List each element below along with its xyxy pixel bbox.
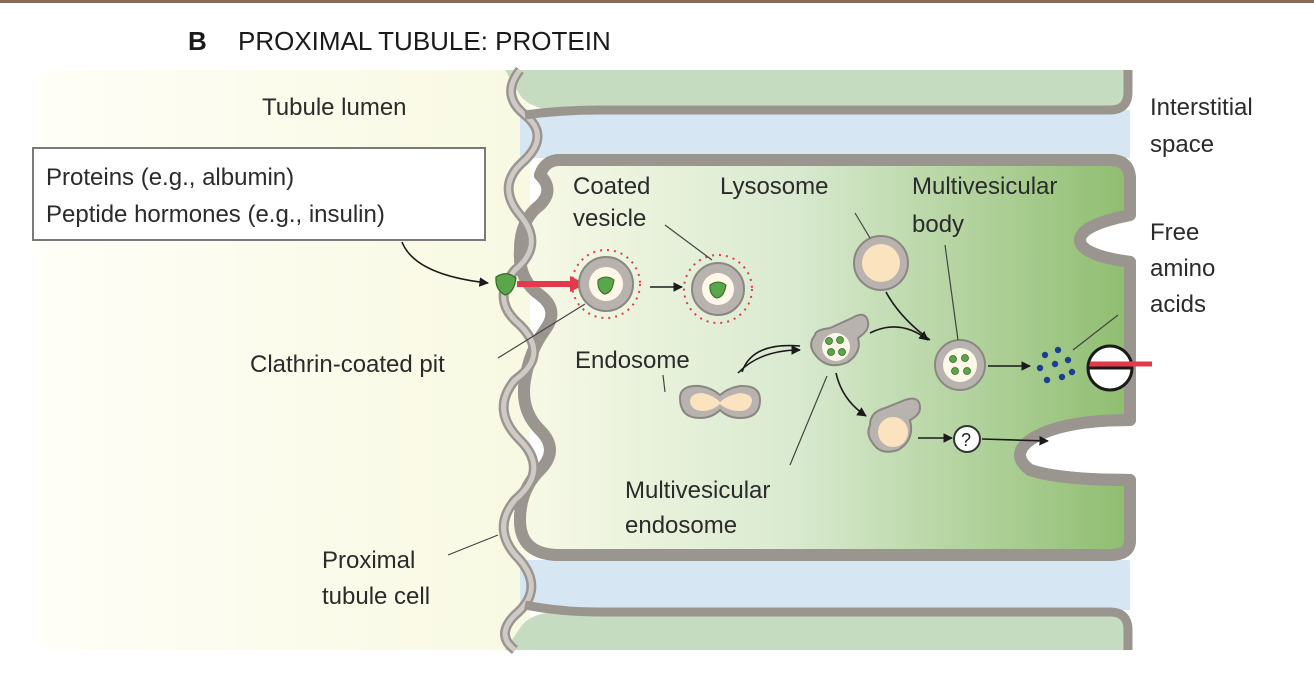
coated-vesicle-label-1: Coated (573, 173, 650, 200)
lateral-membrane-bottom (524, 600, 1133, 650)
free-amino-label-1: Free (1150, 219, 1199, 246)
leader-mvb (944, 244, 959, 341)
mvb-label-1: Multivesicular (912, 173, 1057, 200)
unknown-pathway-marker: ? (953, 425, 981, 453)
clathrin-pit-label: Clathrin-coated pit (250, 351, 445, 378)
free-amino-label-2: amino (1150, 255, 1215, 282)
protein-list-line1: Proteins (e.g., albumin) (46, 164, 294, 191)
leader-clathrin-pit (497, 303, 586, 359)
leader-lysosome (854, 212, 871, 239)
leader-amino-acids (1072, 314, 1119, 351)
arrow-endosome-to-mvb (869, 326, 929, 341)
top-border (0, 0, 1314, 3)
neighbor-cell-bottom (505, 612, 1125, 650)
early-endosome (810, 313, 870, 367)
multivesicular-body (934, 339, 986, 391)
leader-coated-vesicle (664, 224, 713, 261)
figure-title-text: PROXIMAL TUBULE: PROTEIN (238, 26, 611, 56)
amino-acid-transporter (1086, 344, 1152, 392)
intercellular-space-bottom (520, 560, 1150, 610)
arrow-lysosome-to-mvb (885, 291, 931, 341)
mvb-label-2: body (912, 211, 964, 238)
proximal-cell-label-2: tubule cell (322, 583, 430, 610)
interstitial-label-line2: space (1150, 131, 1214, 158)
neighbor-cell-top (505, 70, 1125, 110)
free-amino-acids (1036, 346, 1076, 384)
lysosome (853, 235, 909, 291)
interstitial-label-line1: Interstitial (1150, 94, 1253, 121)
proximal-cell-label-1: Proximal (322, 547, 415, 574)
figure-title: B PROXIMAL TUBULE: PROTEIN (188, 26, 611, 56)
free-amino-label-3: acids (1150, 291, 1206, 318)
endosome-label: Endosome (575, 347, 690, 374)
arrow-endosome-to-vesicle (835, 372, 867, 417)
mve-label-1: Multivesicular (625, 477, 770, 504)
leader-mve (789, 375, 828, 466)
lysosome-label: Lysosome (720, 173, 829, 200)
protein-molecule-lumen (495, 273, 517, 296)
coated-vesicle-label-2: vesicle (573, 205, 646, 232)
arrow-vesicle-to-endosome (737, 345, 801, 374)
coated-vesicle (683, 254, 753, 324)
interstitial-space-area (1130, 70, 1314, 650)
figure-letter: B (188, 26, 207, 56)
mve-label-2: endosome (625, 512, 737, 539)
leader-proximal-cell (447, 534, 499, 556)
recycling-vesicle (867, 397, 922, 453)
protein-list-box (32, 147, 486, 241)
tubule-lumen-label: Tubule lumen (262, 94, 407, 121)
leader-endosome (662, 374, 666, 393)
lateral-membrane-top (524, 70, 1133, 120)
clathrin-coated-pit (571, 249, 641, 319)
arrow-question-to-exocytosis (981, 435, 1049, 446)
question-mark: ? (961, 430, 971, 450)
protein-list-line2: Peptide hormones (e.g., insulin) (46, 201, 385, 228)
arrow-to-protein (401, 241, 489, 287)
arrow-endosome-merge (741, 344, 801, 373)
intercellular-space-top (520, 110, 1150, 158)
